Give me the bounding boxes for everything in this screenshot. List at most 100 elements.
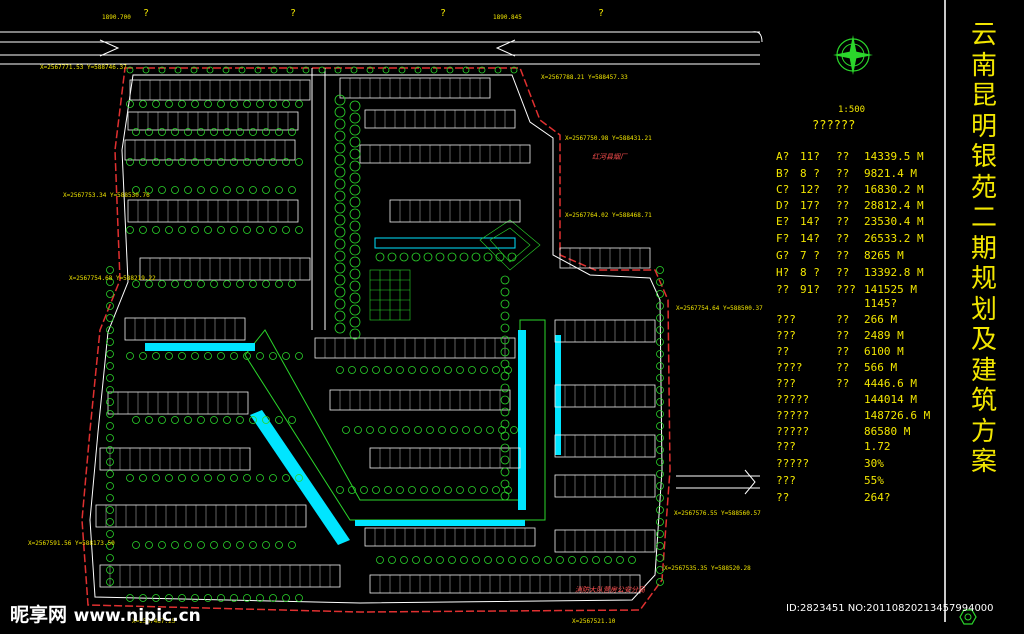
tree-symbol xyxy=(262,186,270,194)
coord-label: X=2567576.55 Y=588560.57 xyxy=(674,510,761,517)
tree-symbol xyxy=(349,208,361,220)
tree-symbol xyxy=(275,416,283,424)
legend-cell-val: 13392.8 M xyxy=(864,266,924,279)
tree-symbol xyxy=(236,186,244,194)
tree-symbol xyxy=(504,366,512,374)
tree-symbol xyxy=(139,352,147,360)
tree-symbol xyxy=(412,556,420,564)
corner-logo-icon xyxy=(959,609,977,625)
tree-symbol xyxy=(256,226,264,234)
tree-symbol xyxy=(500,383,510,393)
title-char: 方 xyxy=(970,416,997,447)
tree-symbol xyxy=(656,374,664,382)
tree-symbol xyxy=(243,226,251,234)
tree-symbol xyxy=(262,128,270,136)
tree-symbol xyxy=(334,178,346,190)
tree-symbol xyxy=(197,186,205,194)
legend-cell-val: 9821.4 M xyxy=(864,167,917,180)
tree-symbol xyxy=(390,426,398,434)
tree-symbol xyxy=(384,366,392,374)
building-footprint xyxy=(124,139,296,161)
legend-cell-val: 2489 M xyxy=(864,329,904,342)
tree-symbol xyxy=(243,352,251,360)
tree-symbol xyxy=(152,352,160,360)
tree-symbol xyxy=(106,530,114,538)
tree-symbol xyxy=(504,486,512,494)
tree-symbol xyxy=(178,352,186,360)
building-footprint xyxy=(95,504,307,528)
legend-cell-c1: B? xyxy=(776,167,790,180)
tree-symbol xyxy=(349,292,361,304)
tree-symbol xyxy=(500,311,510,321)
legend-cell-c2: 12? xyxy=(800,183,820,196)
tree-symbol xyxy=(444,366,452,374)
tree-symbol xyxy=(424,556,432,564)
legend-cell-val: 14339.5 M xyxy=(864,150,924,163)
tree-symbol xyxy=(334,226,346,238)
legend-cell-c3: ?? xyxy=(836,266,850,279)
tree-symbol xyxy=(349,100,361,112)
legend-cell-val: 144014 M xyxy=(864,393,917,406)
tree-symbol xyxy=(486,426,494,434)
tree-symbol xyxy=(480,366,488,374)
tree-symbol xyxy=(334,274,346,286)
tree-symbol xyxy=(210,128,218,136)
legend-cell-c1: ????? xyxy=(776,393,810,406)
title-char: 昆 xyxy=(970,81,997,111)
tree-symbol xyxy=(500,299,510,309)
tree-symbol xyxy=(145,280,153,288)
legend-cell-c1: ??? xyxy=(776,313,796,326)
tree-symbol xyxy=(447,252,457,262)
tree-symbol xyxy=(249,416,257,424)
tree-symbol xyxy=(510,426,518,434)
tree-symbol xyxy=(269,352,277,360)
top-mark: ? xyxy=(598,8,605,19)
tree-symbol xyxy=(471,252,481,262)
tree-symbol xyxy=(568,556,576,564)
tree-symbol xyxy=(269,226,277,234)
tree-symbol xyxy=(656,434,664,442)
tree-symbol xyxy=(295,474,303,482)
tree-symbol xyxy=(282,352,290,360)
tree-symbol xyxy=(334,298,346,310)
tree-symbol xyxy=(354,426,362,434)
tree-symbol xyxy=(282,100,290,108)
title-frame xyxy=(944,0,1024,622)
tree-symbol xyxy=(360,366,368,374)
tree-symbol xyxy=(256,594,264,602)
tree-symbol xyxy=(414,66,422,74)
tree-symbol xyxy=(628,556,636,564)
tree-symbol xyxy=(106,566,114,574)
tree-symbol xyxy=(288,541,296,549)
tree-symbol xyxy=(171,416,179,424)
tree-symbol xyxy=(580,556,588,564)
tree-symbol xyxy=(238,66,246,74)
tree-symbol xyxy=(334,286,346,298)
tree-symbol xyxy=(438,426,446,434)
tree-symbol xyxy=(459,252,469,262)
tree-symbol xyxy=(171,186,179,194)
top-mark: ? xyxy=(440,8,447,19)
tree-symbol xyxy=(336,366,344,374)
legend-cell-c1: ?? xyxy=(776,491,790,504)
tree-symbol xyxy=(139,474,147,482)
tree-symbol xyxy=(230,226,238,234)
tree-symbol xyxy=(145,541,153,549)
tree-symbol xyxy=(106,518,114,526)
tree-symbol xyxy=(342,426,350,434)
tree-symbol xyxy=(468,366,476,374)
tree-symbol xyxy=(349,112,361,124)
tree-symbol xyxy=(474,426,482,434)
coord-label: X=2567487.25 xyxy=(132,618,176,625)
legend-cell-c3: ?? xyxy=(836,329,850,342)
tree-symbol xyxy=(414,426,422,434)
legend-cell-c1: F? xyxy=(776,232,790,245)
tree-symbol xyxy=(288,280,296,288)
tree-symbol xyxy=(191,100,199,108)
tree-symbol xyxy=(152,594,160,602)
legend-cell-val: 566 M xyxy=(864,361,898,374)
tree-symbol xyxy=(204,226,212,234)
tree-symbol xyxy=(178,100,186,108)
legend-cell-c3: ?? xyxy=(836,199,850,212)
